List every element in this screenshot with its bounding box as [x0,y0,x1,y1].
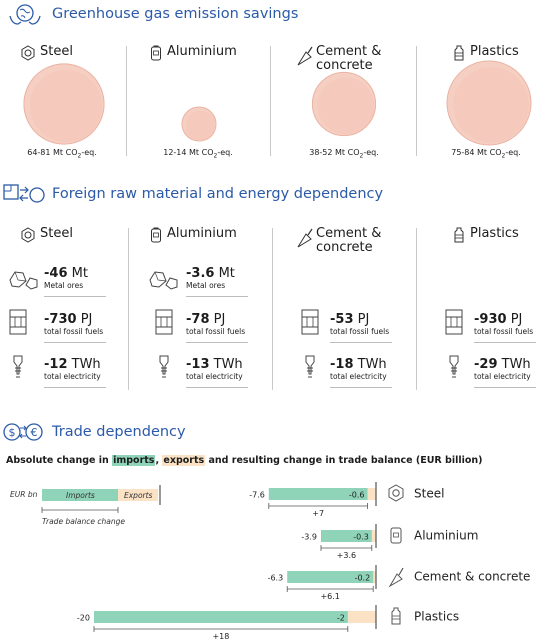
steel-ores: -46 Mt Metal ores [44,266,88,290]
legend-exports-label: Exports [124,491,153,500]
category-icon-2 [388,567,404,588]
svg-text:€: € [31,426,38,439]
exports-bar-3 [347,611,376,623]
emission-circle-shade-0 [29,69,103,143]
trade-bar-chart: -7.6 -0.6 +7 Steel -3.9 -0.3 +3.6 Aluminium -6.3… [77,482,530,639]
can-icon [151,45,161,61]
emission-circle-3 [446,60,532,146]
exports-label-1: -0.3 [353,533,369,542]
emission-circle-1 [181,106,217,142]
emission-circle-2 [311,71,377,137]
steel-fossil: -730 PJ total fossil fuels [44,312,104,336]
gear-nut-icon [21,227,35,243]
cement-electricity: -18 TWh total electricity [330,357,387,381]
trowel-icon [297,228,313,248]
barrel-icon [301,309,319,335]
legend-imports-swatch [42,489,118,501]
aluminium-fossil: -78 PJ total fossil fuels [186,312,246,336]
exports-label-3: -2 [337,614,345,623]
emission-circle-shade-3 [453,67,529,143]
savings-section-icon [8,2,42,32]
plastics-electricity: -29 TWh total electricity [474,357,531,381]
emission-circles [23,60,532,146]
balance-label-0: +7 [312,509,324,518]
imports-bar-3 [94,611,376,623]
aluminium-savings-caption: 12-14 Mt CO2-eq. [163,148,233,160]
can-icon [151,227,161,243]
imports-label-2: -6.3 [268,574,284,583]
balance-label-3: +18 [212,632,229,639]
category-label-3: Plastics [414,610,459,624]
category-label-2: Cement & concrete [414,570,530,584]
chart-title: Absolute change in imports, exports and … [6,455,483,466]
legend-balance-label: Trade balance change [42,517,125,526]
dependency-section-icon [2,182,46,212]
balance-label-2: +6.1 [320,592,339,601]
trade-section-title: Trade dependency [52,424,186,440]
exports-label-2: -0.2 [355,574,371,583]
aluminium-electricity: -13 TWh total electricity [186,357,243,381]
exports-label-0: -0.6 [349,491,365,500]
gear-nut-icon [21,45,35,61]
steel-electricity: -12 TWh total electricity [44,357,101,381]
emission-circle-0 [23,63,105,145]
category-icon-3 [391,607,401,625]
category-label-1: Aluminium [414,529,478,543]
legend-exports-swatch [118,489,158,501]
imports-bar-2 [287,571,376,583]
lightbulb-icon [305,355,315,378]
svg-text:$: $ [9,426,16,439]
balance-label-1: +3.6 [337,551,356,560]
savings-section-title: Greenhouse gas emission savings [52,6,299,22]
barrel-icon [445,309,463,335]
steel-savings-caption: 64-81 Mt CO2-eq. [27,148,97,160]
trade-section-icon: $ € [2,420,44,448]
lightbulb-icon [13,355,23,378]
cement-savings-caption: 38-52 Mt CO2-eq. [309,148,379,160]
category-icon-0 [388,484,404,502]
cement-fossil: -53 PJ total fossil fuels [330,312,390,336]
imports-bar-0 [268,488,376,500]
legend-imports-label: Imports [66,491,95,500]
dependency-section-title: Foreign raw material and energy dependen… [52,186,384,202]
category-icon-1 [390,527,402,544]
ore-rocks-icon [149,271,178,290]
imports-label-1: -3.9 [301,533,317,542]
imports-label-3: -20 [77,614,90,623]
ore-rocks-icon [9,271,38,290]
aluminium-ores: -3.6 Mt Metal ores [186,266,235,290]
exports-bar-1 [371,530,376,542]
plastics-savings-caption: 75-84 Mt CO2-eq. [451,148,521,160]
emission-circle-shade-1 [185,110,217,142]
bottle-icon [454,227,464,243]
emission-circle-shade-2 [317,77,375,135]
category-label-0: Steel [414,487,444,501]
exports-bar-2 [373,571,376,583]
lightbulb-icon [449,355,459,378]
bottle-icon [454,45,464,61]
imports-label-0: -7.6 [249,491,265,500]
plastics-fossil: -930 PJ total fossil fuels [474,312,534,336]
legend-unit: EUR bn [10,490,38,499]
imports-bar-1 [321,530,376,542]
trowel-icon [297,46,313,66]
chart-legend: EUR bn Imports Exports Trade balance cha… [10,485,161,526]
exports-bar-0 [367,488,376,500]
barrel-icon [9,309,27,335]
barrel-icon [155,309,173,335]
lightbulb-icon [159,355,169,378]
